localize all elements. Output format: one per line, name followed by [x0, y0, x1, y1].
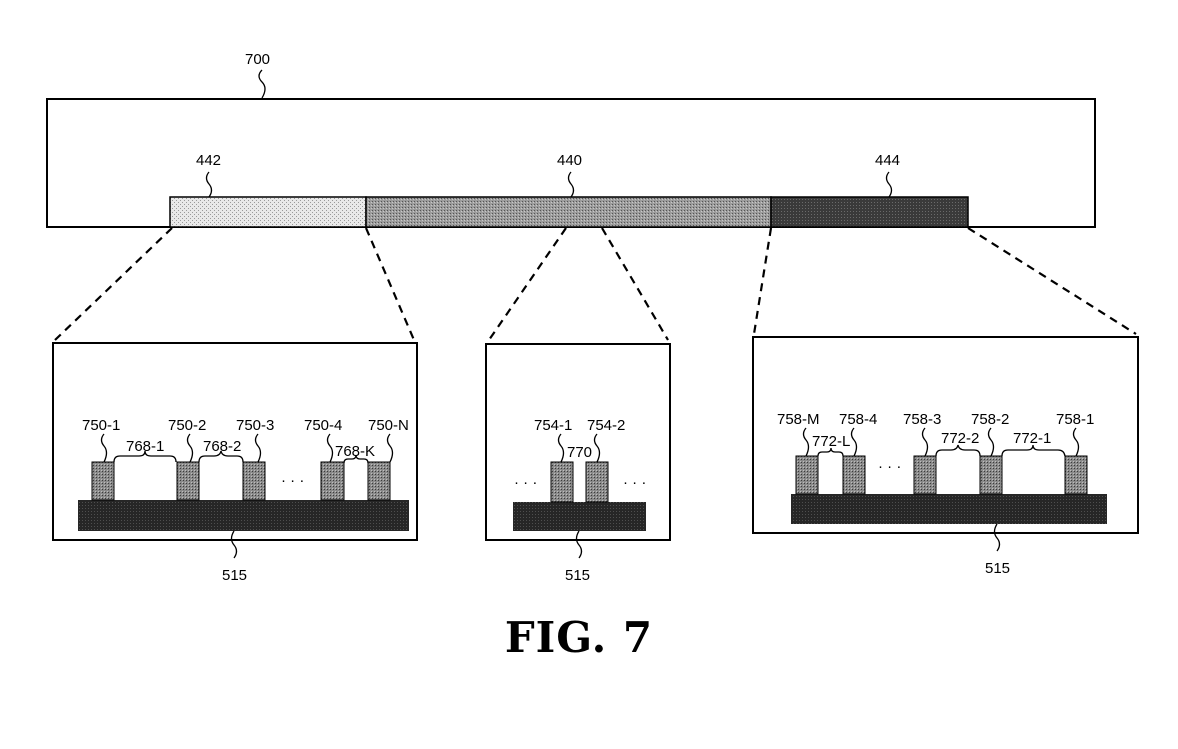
leader-515-left	[230, 530, 238, 559]
leader-515-right	[993, 523, 1001, 552]
leader-750-4	[326, 433, 334, 463]
region-442-strip	[169, 196, 367, 228]
pillar-758-M	[795, 455, 819, 495]
right-inset: 758-M 758-4 758-3 758-2 758-1 772-L 772-…	[752, 336, 1139, 577]
label-750-2: 750-2	[168, 417, 206, 434]
label-515-right: 515	[985, 560, 1010, 577]
pillar-758-4	[842, 455, 866, 495]
pillar-754-2	[585, 461, 609, 503]
label-750-3: 750-3	[236, 417, 274, 434]
brace-768-2	[198, 450, 244, 463]
leader-750-N	[386, 433, 394, 463]
leader-754-2	[593, 433, 601, 463]
device-label: 700	[245, 51, 270, 68]
label-758-2: 758-2	[971, 411, 1009, 428]
label-750-N: 750-N	[368, 417, 409, 434]
region-444-leader	[885, 171, 893, 198]
right-ellipsis: · · ·	[878, 458, 901, 475]
leader-758-3	[921, 427, 929, 457]
pillar-750-2	[176, 461, 200, 501]
leader-758-4	[850, 427, 858, 457]
brace-772-2	[935, 444, 981, 457]
region-440-label: 440	[557, 152, 582, 169]
label-750-4: 750-4	[304, 417, 342, 434]
center-ellipsis-right: · · ·	[623, 474, 646, 491]
left-inset: 750-1 750-2 750-3 750-4 750-N 768-1 768-…	[52, 342, 418, 584]
brace-768-K	[343, 454, 369, 464]
pillar-758-3	[913, 455, 937, 495]
leader-750-2	[186, 433, 194, 463]
label-758-1: 758-1	[1056, 411, 1094, 428]
brace-772-1	[1001, 444, 1066, 457]
pillar-750-3	[242, 461, 266, 501]
leader-750-3	[254, 433, 262, 463]
label-754-2: 754-2	[587, 417, 625, 434]
figure-caption: FIG. 7	[505, 613, 653, 662]
center-substrate	[513, 502, 646, 531]
pillar-754-1	[550, 461, 574, 503]
zoom-line-left-b	[364, 227, 416, 341]
leader-758-1	[1072, 427, 1080, 457]
label-768-1: 768-1	[126, 438, 164, 455]
region-440-leader	[567, 171, 575, 198]
zoom-line-right-b	[967, 227, 1137, 335]
label-768-2: 768-2	[203, 438, 241, 455]
label-758-4: 758-4	[839, 411, 877, 428]
brace-768-1	[113, 450, 177, 463]
label-772-1: 772-1	[1013, 430, 1051, 447]
label-770: 770	[567, 444, 592, 461]
brace-772-L	[817, 447, 844, 457]
right-substrate	[791, 494, 1107, 524]
pillar-758-2	[979, 455, 1003, 495]
left-ellipsis: · · ·	[281, 472, 304, 489]
label-772-2: 772-2	[941, 430, 979, 447]
label-754-1: 754-1	[534, 417, 572, 434]
region-444-label: 444	[875, 152, 900, 169]
leader-758-M	[802, 427, 810, 457]
center-ellipsis-left: · · ·	[514, 474, 537, 491]
label-758-M: 758-M	[777, 411, 820, 428]
zoom-line-center-b	[601, 227, 669, 341]
label-515-center: 515	[565, 567, 590, 584]
pillar-758-1	[1064, 455, 1088, 495]
region-444-strip	[770, 196, 969, 228]
device-leader-line	[258, 69, 266, 99]
zoom-line-left-a	[54, 227, 173, 341]
leader-750-1	[100, 433, 108, 463]
leader-758-2	[987, 427, 995, 457]
center-inset: 754-1 754-2 770 · · · · · · 515	[485, 343, 671, 584]
pillar-750-N	[367, 461, 391, 501]
label-750-1: 750-1	[82, 417, 120, 434]
label-772-L: 772-L	[812, 433, 850, 450]
region-440-strip	[365, 196, 772, 228]
region-442-label: 442	[196, 152, 221, 169]
pillar-750-4	[320, 461, 345, 501]
region-442-leader	[205, 171, 213, 198]
label-758-3: 758-3	[903, 411, 941, 428]
pillar-750-1	[91, 461, 115, 501]
leader-515-center	[575, 530, 583, 559]
left-substrate	[78, 500, 409, 531]
label-768-K: 768-K	[335, 443, 375, 460]
leader-754-1	[557, 433, 565, 463]
label-515-left: 515	[222, 567, 247, 584]
zoom-line-right-a	[752, 227, 773, 335]
zoom-line-center-a	[488, 227, 567, 341]
